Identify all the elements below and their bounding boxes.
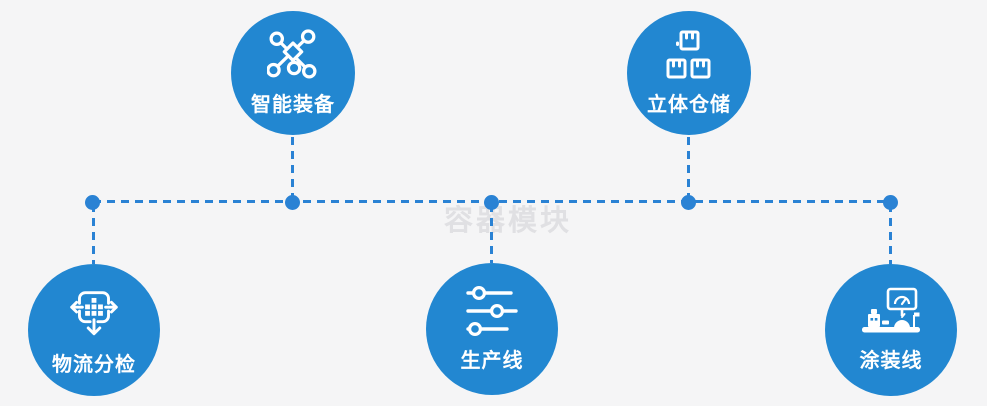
junction-dot: [85, 195, 100, 210]
watermark-text: 容器模块: [444, 203, 573, 237]
node-smart-equipment: 智能装备: [231, 11, 355, 135]
branch-line-smart-equipment: [291, 137, 294, 200]
network-molecule-icon: [267, 29, 319, 81]
junction-dot: [883, 195, 898, 210]
branch-line-production-line: [490, 204, 493, 263]
branch-line-logistics-sorting: [92, 204, 95, 264]
node-label: 生产线: [460, 348, 524, 372]
node-label: 智能装备: [251, 92, 335, 116]
stacked-boxes-icon: [663, 29, 715, 81]
node-logistics-sorting: 物流分检: [28, 264, 160, 396]
branch-line-painting-line: [889, 204, 892, 264]
node-label: 涂装线: [859, 348, 923, 372]
junction-dot: [285, 195, 300, 210]
node-label: 立体仓储: [647, 92, 731, 116]
control-station-icon: [858, 287, 924, 337]
node-label: 物流分检: [52, 352, 136, 376]
sliders-icon: [463, 285, 521, 337]
branch-line-stereo-warehouse: [687, 137, 690, 200]
junction-dot: [681, 195, 696, 210]
node-stereo-warehouse: 立体仓储: [627, 11, 751, 135]
node-painting-line: 涂装线: [825, 264, 957, 396]
sorting-arrows-icon: [64, 283, 124, 341]
junction-dot: [484, 195, 499, 210]
node-production-line: 生产线: [426, 263, 558, 395]
